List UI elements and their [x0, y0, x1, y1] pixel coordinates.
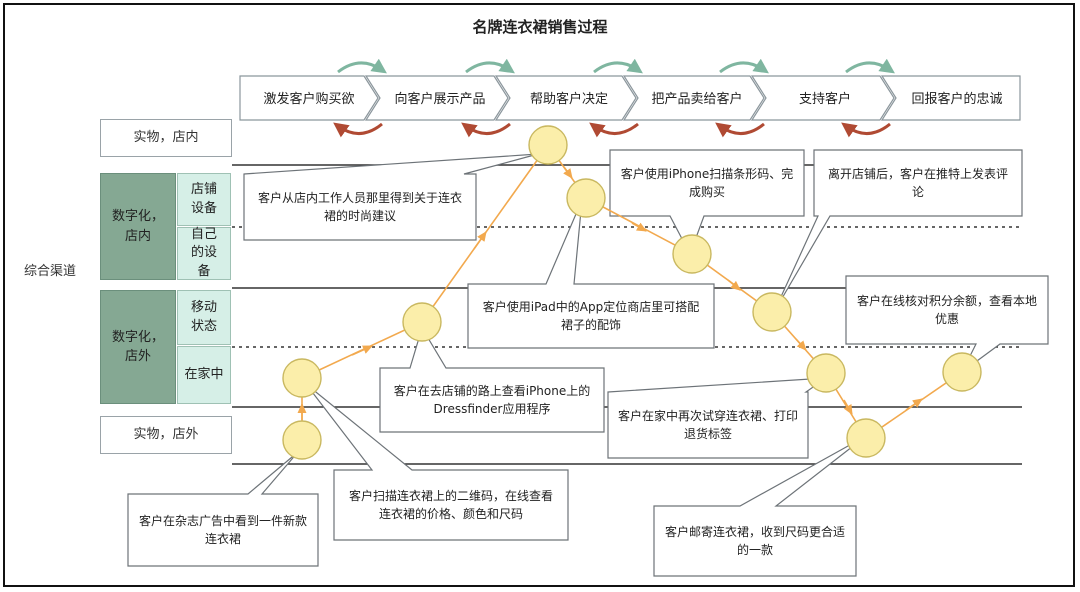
touchpoints — [282, 125, 982, 460]
callout-4: 客户从店内工作人员那里得到关于连衣裙的时尚建议 — [257, 191, 462, 223]
journey-arrows — [297, 166, 923, 420]
touchpoint-4 — [528, 125, 568, 165]
row-physical-out: 实物，店外 — [100, 416, 232, 454]
diagram-frame — [3, 3, 1075, 587]
callout-5: 客户使用iPad中的App定位商店里可搭配裙子的配饰 — [482, 300, 700, 332]
callout-shape-7 — [773, 149, 1023, 313]
touchpoint-3 — [402, 302, 442, 342]
step-chevrons — [239, 75, 1021, 121]
touchpoint-1 — [282, 420, 322, 460]
step-label-2: 向客户展示产品 — [394, 91, 485, 107]
row-own-device: 自己的设备 — [177, 227, 231, 280]
channel-label: 综合渠道 — [24, 264, 77, 279]
touchpoint-6 — [672, 234, 712, 274]
diagram-title: 名牌连衣裙销售过程 — [472, 18, 608, 36]
cycle-arrows-bottom — [333, 122, 891, 138]
touchpoint-8 — [806, 353, 846, 393]
row-mobile: 移动状态 — [177, 290, 231, 345]
callout-shape-3 — [379, 326, 605, 433]
step-chevron-3 — [494, 75, 637, 121]
step-label-1: 激发客户购买欲 — [263, 91, 354, 107]
callout-2: 客户扫描连衣裙上的二维码，在线查看连衣裙的价格、颜色和尺码 — [348, 489, 553, 521]
callout-shapes — [127, 149, 1049, 577]
callout-9: 客户邮寄连衣裙，收到尺码更合适的一款 — [664, 525, 845, 557]
callout-shape-1 — [127, 451, 319, 567]
callout-shape-9 — [653, 435, 867, 577]
step-label-5: 支持客户 — [799, 91, 851, 107]
callout-10: 客户在线核对积分余额，查看本地优惠 — [856, 294, 1037, 326]
callout-shape-5 — [467, 199, 715, 349]
callout-7: 离开店铺后，客户在推特上发表评论 — [827, 167, 1008, 199]
touchpoint-2 — [282, 358, 322, 398]
cycle-arrows-top — [337, 58, 895, 74]
callout-6: 客户使用iPhone扫描条形码、完成购买 — [620, 167, 794, 199]
row-home: 在家中 — [177, 346, 231, 404]
touchpoint-9 — [846, 418, 886, 458]
callout-8: 客户在家中再次试穿连衣裙、打印退货标签 — [618, 409, 799, 441]
callout-3: 客户在去店铺的路上查看iPhone上的Dressfinder应用程序 — [393, 384, 591, 416]
touchpoint-10 — [942, 352, 982, 392]
step-chevron-2 — [364, 75, 509, 121]
callout-shape-2 — [305, 383, 569, 541]
touchpoint-5 — [566, 178, 606, 218]
row-digital-out: 数字化，店外 — [100, 290, 176, 404]
touchpoint-7 — [752, 292, 792, 332]
step-chevron-1 — [239, 75, 379, 121]
step-chevron-4 — [622, 75, 765, 121]
step-label-6: 回报客户的忠诚 — [911, 91, 1002, 107]
row-digital-in: 数字化，店内 — [100, 173, 176, 280]
step-label-3: 帮助客户决定 — [530, 91, 608, 107]
row-physical-in: 实物，店内 — [100, 119, 232, 157]
callout-1: 客户在杂志广告中看到一件新款连衣裙 — [138, 514, 307, 546]
step-chevron-5 — [750, 75, 895, 121]
row-store-device: 店铺设备 — [177, 173, 231, 226]
callout-shape-10 — [845, 275, 1049, 373]
step-chevron-6 — [880, 75, 1021, 121]
step-label-4: 把产品卖给客户 — [651, 91, 742, 107]
